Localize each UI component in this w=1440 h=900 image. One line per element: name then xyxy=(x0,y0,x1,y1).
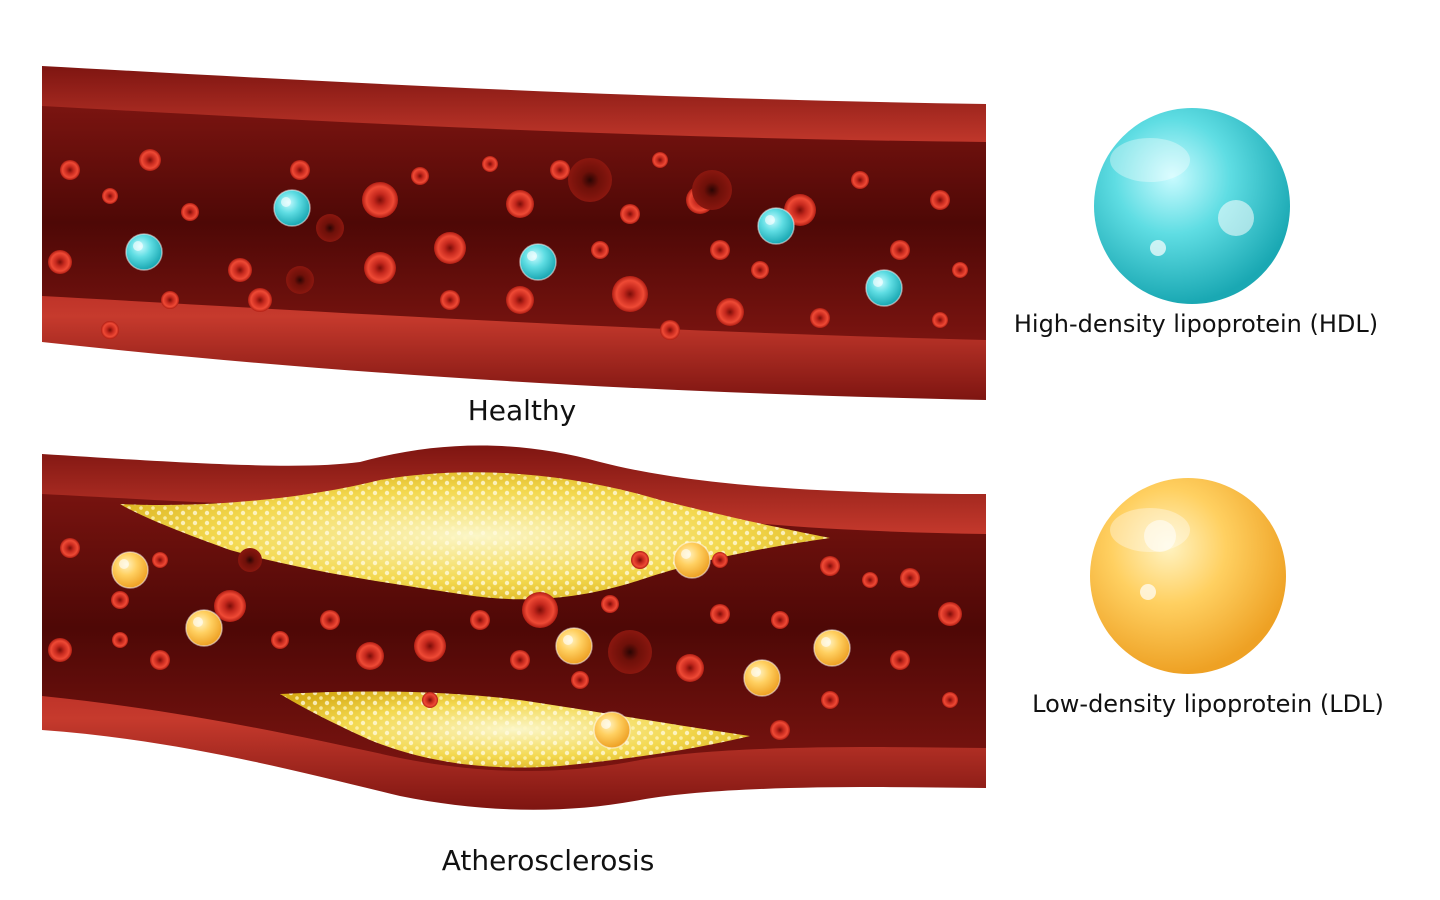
red-blood-cell xyxy=(364,252,396,284)
hdl-particle xyxy=(519,243,557,281)
red-blood-cell xyxy=(676,654,704,682)
red-blood-cell xyxy=(620,204,640,224)
red-blood-cell xyxy=(820,556,840,576)
healthy-vessel-lumen xyxy=(42,106,986,340)
red-blood-cell xyxy=(60,160,80,180)
red-blood-cell xyxy=(770,720,790,740)
red-blood-cell xyxy=(356,642,384,670)
red-blood-cell xyxy=(161,291,179,309)
red-blood-cell xyxy=(601,595,619,613)
red-blood-cell xyxy=(111,591,129,609)
red-blood-cell xyxy=(320,610,340,630)
red-blood-cell xyxy=(608,630,652,674)
hdl-sphere-icon xyxy=(1094,108,1290,304)
red-blood-cell xyxy=(821,691,839,709)
atherosclerosis-vessel xyxy=(42,445,986,810)
red-blood-cell xyxy=(181,203,199,221)
hdl-particle xyxy=(125,233,163,271)
hdl-legend xyxy=(1094,108,1290,304)
ldl-particle xyxy=(593,711,631,749)
red-blood-cell xyxy=(506,286,534,314)
red-blood-cell xyxy=(571,671,589,689)
red-blood-cell xyxy=(942,692,958,708)
red-blood-cell xyxy=(150,650,170,670)
red-blood-cell xyxy=(851,171,869,189)
red-blood-cell xyxy=(692,170,732,210)
healthy-label: Healthy xyxy=(468,394,577,427)
red-blood-cell xyxy=(771,611,789,629)
atherosclerosis-ldl-particles xyxy=(111,541,851,749)
red-blood-cell xyxy=(228,258,252,282)
red-blood-cell xyxy=(900,568,920,588)
red-blood-cell xyxy=(440,290,460,310)
red-blood-cell xyxy=(48,250,72,274)
red-blood-cell xyxy=(316,214,344,242)
red-blood-cell xyxy=(102,188,118,204)
red-blood-cell xyxy=(710,604,730,624)
red-blood-cell xyxy=(591,241,609,259)
atherosclerosis-label: Atherosclerosis xyxy=(442,844,655,877)
red-blood-cell xyxy=(290,160,310,180)
red-blood-cell xyxy=(612,276,648,312)
red-blood-cell xyxy=(652,152,668,168)
red-blood-cell xyxy=(238,548,262,572)
ldl-particle xyxy=(673,541,711,579)
red-blood-cell xyxy=(890,240,910,260)
hdl-particle xyxy=(757,207,795,245)
red-blood-cell xyxy=(938,602,962,626)
ldl-sphere-icon xyxy=(1090,478,1286,674)
red-blood-cell xyxy=(414,630,446,662)
red-blood-cell xyxy=(112,632,128,648)
red-blood-cell xyxy=(48,638,72,662)
healthy-blood-cells xyxy=(48,149,968,340)
ldl-particle xyxy=(813,629,851,667)
red-blood-cell xyxy=(712,552,728,568)
red-blood-cell xyxy=(522,592,558,628)
atherosclerosis-blood-cells xyxy=(48,538,962,740)
red-blood-cell xyxy=(139,149,161,171)
red-blood-cell xyxy=(550,160,570,180)
red-blood-cell xyxy=(932,312,948,328)
ldl-particle xyxy=(743,659,781,697)
hdl-particle xyxy=(273,189,311,227)
red-blood-cell xyxy=(751,261,769,279)
red-blood-cell xyxy=(862,572,878,588)
red-blood-cell xyxy=(60,538,80,558)
red-blood-cell xyxy=(271,631,289,649)
ldl-particle xyxy=(111,551,149,589)
red-blood-cell xyxy=(248,288,272,312)
red-blood-cell xyxy=(660,320,680,340)
red-blood-cell xyxy=(568,158,612,202)
red-blood-cell xyxy=(482,156,498,172)
red-blood-cell xyxy=(286,266,314,294)
red-blood-cell xyxy=(434,232,466,264)
red-blood-cell xyxy=(152,552,168,568)
red-blood-cell xyxy=(952,262,968,278)
red-blood-cell xyxy=(506,190,534,218)
red-blood-cell xyxy=(930,190,950,210)
red-blood-cell xyxy=(101,321,119,339)
red-blood-cell xyxy=(631,551,649,569)
red-blood-cell xyxy=(510,650,530,670)
red-blood-cell xyxy=(710,240,730,260)
ldl-particle xyxy=(185,609,223,647)
red-blood-cell xyxy=(214,590,246,622)
red-blood-cell xyxy=(422,692,438,708)
ldl-legend xyxy=(1090,478,1286,674)
hdl-particle xyxy=(865,269,903,307)
hdl-label: High-density lipoprotein (HDL) xyxy=(1014,310,1378,338)
ldl-label: Low-density lipoprotein (LDL) xyxy=(1032,690,1384,718)
ldl-particle xyxy=(555,627,593,665)
red-blood-cell xyxy=(362,182,398,218)
red-blood-cell xyxy=(716,298,744,326)
healthy-hdl-particles xyxy=(125,189,903,307)
red-blood-cell xyxy=(470,610,490,630)
red-blood-cell xyxy=(411,167,429,185)
red-blood-cell xyxy=(890,650,910,670)
red-blood-cell xyxy=(810,308,830,328)
healthy-vessel xyxy=(42,66,986,400)
